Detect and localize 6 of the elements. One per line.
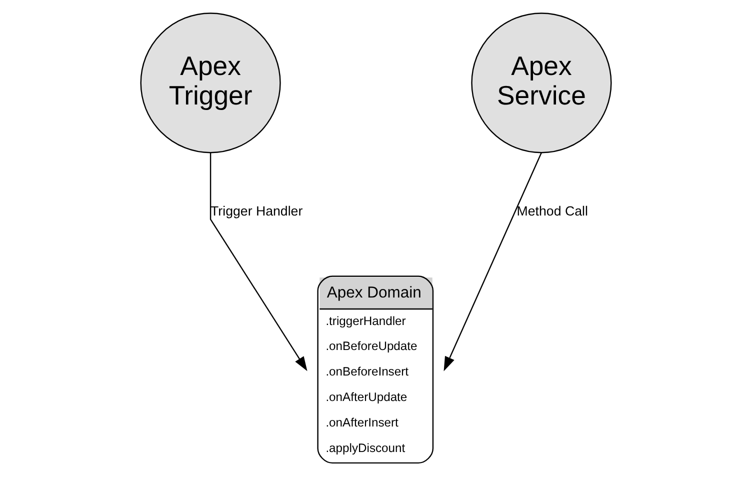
arrow [444,152,542,372]
node-circle: Apex Trigger [140,12,281,154]
edge-label: Trigger Handler [210,203,303,218]
arrow [210,152,308,372]
node-circle: Apex Service [471,12,612,154]
edge-label: Method Call [516,203,588,218]
